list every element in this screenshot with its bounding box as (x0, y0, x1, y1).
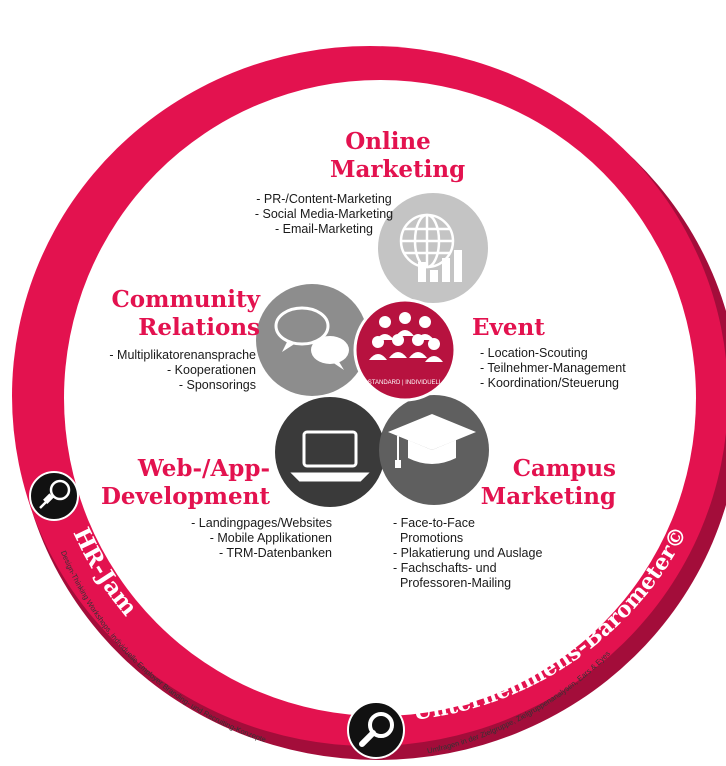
webapp-circle (275, 397, 385, 507)
list-item: - Teilnehmer-Management (480, 361, 626, 375)
list-item: - Plakatierung und Auslage (393, 546, 543, 560)
list-item: - Location-Scouting (480, 346, 588, 360)
community-items: - Multiplikatorenansprache - Kooperation… (70, 348, 256, 393)
list-item: - Multiplikatorenansprache (109, 348, 256, 362)
list-item: - Mobile Applikationen (209, 531, 332, 545)
list-item: Promotions (393, 531, 464, 545)
lightbulb-icon (29, 471, 79, 521)
campus-circle (379, 395, 489, 505)
online-marketing-heading: Online Marketing (330, 128, 466, 183)
list-item: - Email-Marketing (275, 222, 373, 236)
list-item: - Fachschafts- und (393, 561, 497, 575)
event-items: - Location-Scouting - Teilnehmer-Managem… (480, 346, 650, 391)
outer-ring (12, 46, 726, 760)
campus-heading: Campus Marketing (480, 455, 616, 510)
list-item: - Face-to-Face (393, 516, 475, 530)
list-item: - Kooperationen (167, 363, 256, 377)
people-group-icon (369, 312, 443, 362)
graduation-cap-icon (388, 414, 476, 468)
list-item: - Koordination/Steuerung (480, 376, 619, 390)
event-badge-label: STANDARD | INDIVIDUELL (368, 380, 443, 386)
list-item: - PR-/Content-Marketing (256, 192, 392, 206)
list-item: - Sponsorings (178, 378, 256, 392)
magnifier-icon (347, 701, 405, 759)
list-item: - Landingpages/Websites (191, 516, 332, 530)
webapp-items: - Landingpages/Websites - Mobile Applika… (130, 516, 332, 561)
campus-items: - Face-to-Face Promotions - Plakatierung… (393, 516, 563, 591)
list-item: Professoren-Mailing (393, 576, 512, 590)
community-heading: Community Relations (111, 286, 261, 341)
speech-bubbles-icon (274, 306, 349, 370)
laptop-icon (290, 430, 370, 482)
list-item: - TRM-Datenbanken (218, 546, 332, 560)
webapp-heading: Web-/App- Development (100, 455, 270, 510)
list-item: - Social Media-Marketing (254, 207, 394, 221)
online-marketing-circle (378, 193, 488, 303)
globe-chart-icon (399, 213, 455, 269)
online-marketing-items: - PR-/Content-Marketing - Social Media-M… (238, 192, 410, 237)
event-circle: STANDARD | INDIVIDUELL (353, 298, 457, 402)
event-heading: Event (472, 314, 545, 341)
community-circle (256, 284, 368, 396)
